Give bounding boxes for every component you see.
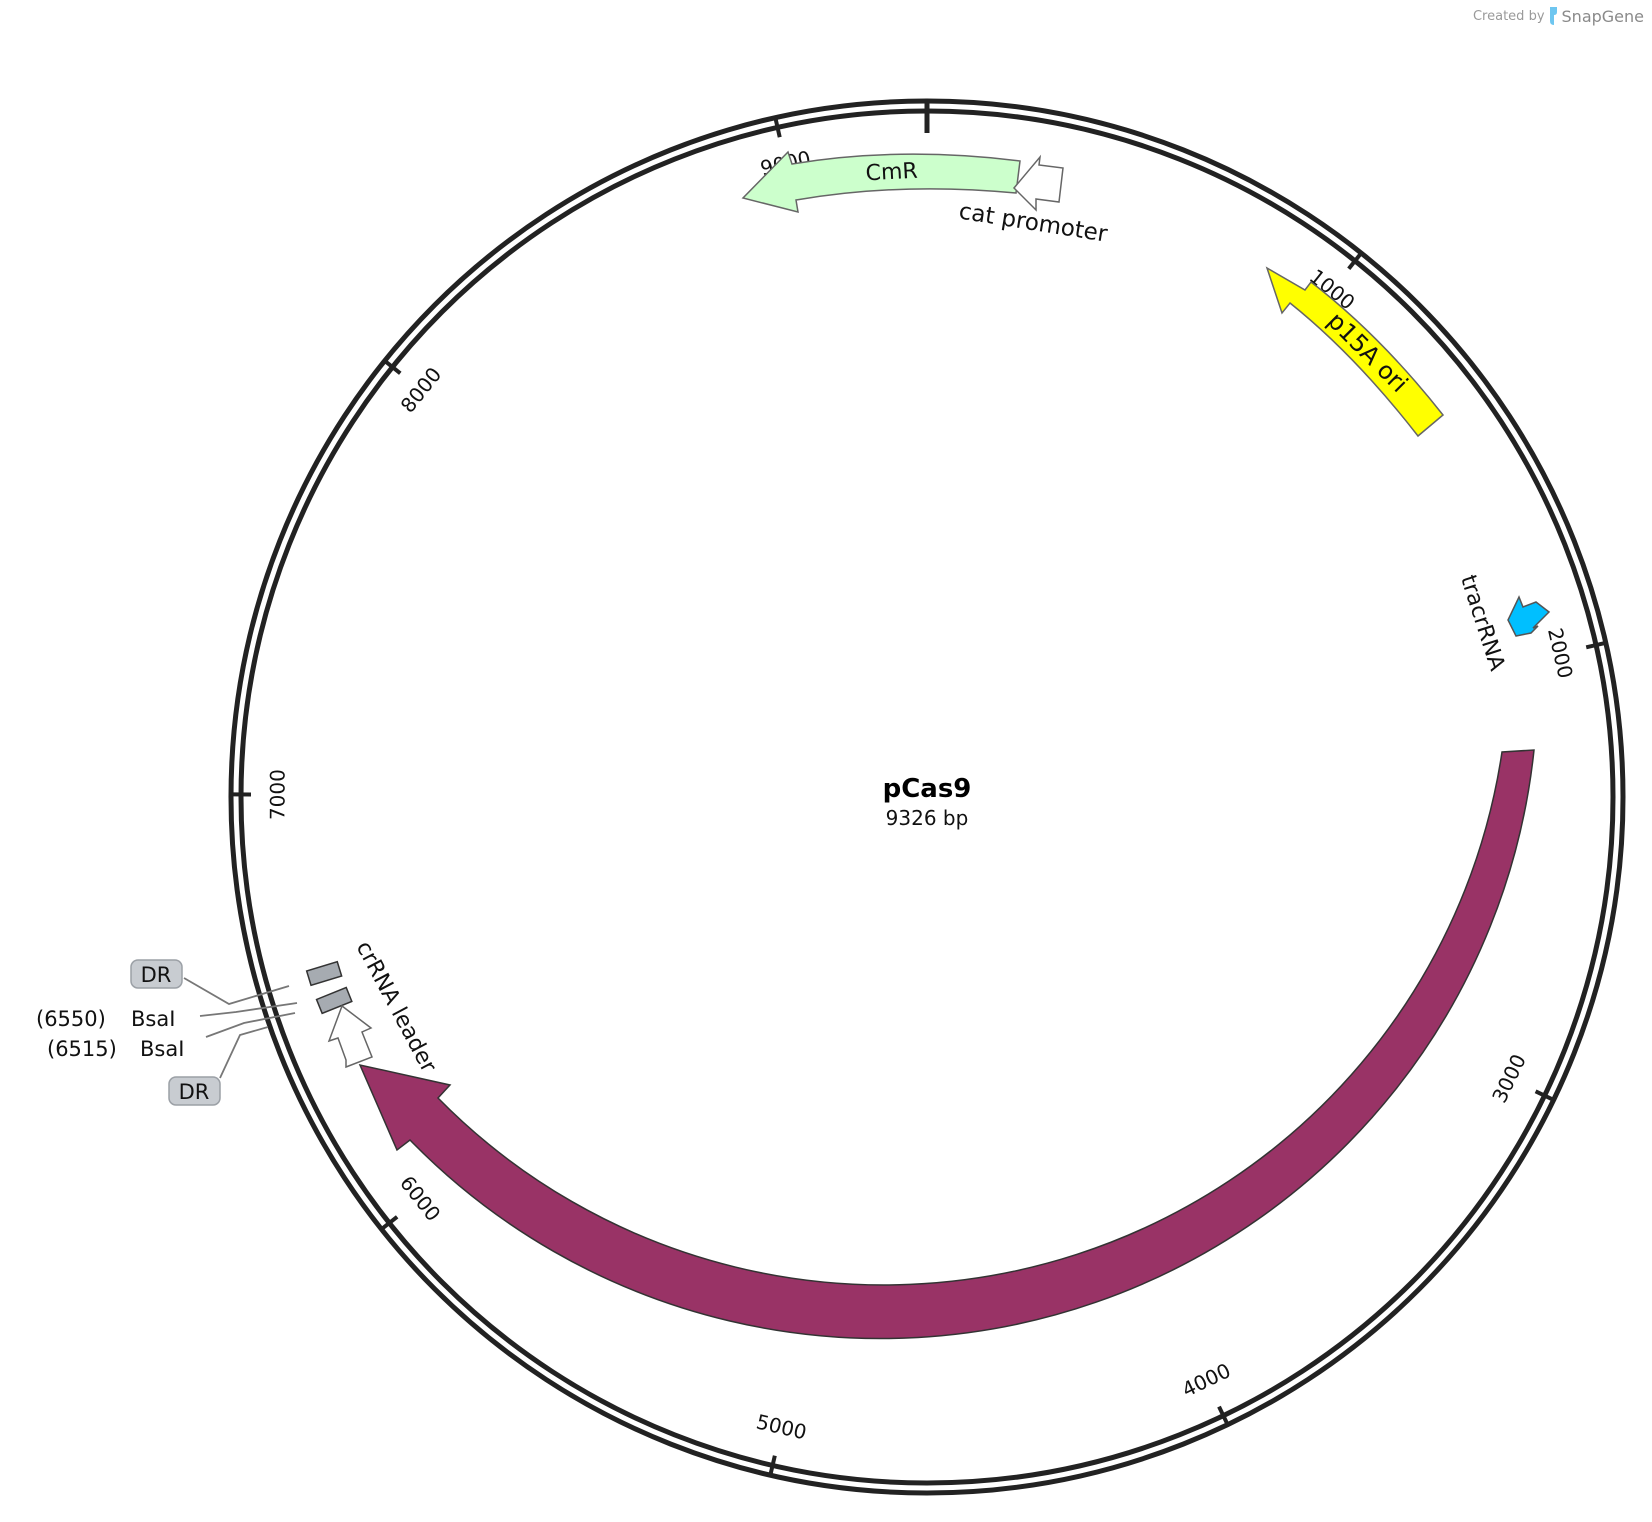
dr-top-label: DR bbox=[141, 963, 172, 987]
tick-mark-8000 bbox=[384, 360, 402, 375]
tracrrna-arrow[interactable] bbox=[1507, 595, 1551, 637]
plasmid-name: pCas9 bbox=[883, 774, 972, 804]
p15a-ori-arrow[interactable] bbox=[1265, 266, 1445, 438]
dr-repeat-1[interactable] bbox=[305, 960, 343, 987]
cat-promoter-arrow[interactable] bbox=[1012, 154, 1064, 212]
tick-label-2000: 2000 bbox=[1543, 626, 1578, 681]
dr-bottom-label: DR bbox=[179, 1080, 210, 1104]
dr-top-leader bbox=[183, 977, 290, 1005]
tick-mark-2000 bbox=[1585, 641, 1605, 650]
bsai-1-leader bbox=[199, 1002, 298, 1017]
tick-mark-4000 bbox=[1217, 1405, 1229, 1424]
bsai-2-enzyme[interactable]: BsaI bbox=[140, 1037, 184, 1061]
bsai-2-position: (6515) bbox=[47, 1037, 117, 1061]
cas9-label: Cas9 bbox=[1067, 1383, 1126, 1420]
tracrrna-label: tracrRNA bbox=[1455, 572, 1509, 674]
tick-label-7000: 7000 bbox=[265, 769, 289, 820]
cmr-label: CmR bbox=[865, 159, 918, 187]
tick-label-6000: 6000 bbox=[395, 1171, 445, 1226]
plasmid-length: 9326 bp bbox=[886, 806, 969, 830]
bsai-1-enzyme[interactable]: BsaI bbox=[131, 1007, 175, 1031]
dr-repeat-2[interactable] bbox=[315, 986, 353, 1015]
bsai-2-leader bbox=[205, 1012, 296, 1038]
tick-label-5000: 5000 bbox=[754, 1409, 809, 1444]
cas9-arrow[interactable] bbox=[358, 749, 1535, 1340]
p15a-ori-label: p15A ori bbox=[1322, 307, 1413, 398]
tick-label-8000: 8000 bbox=[396, 363, 447, 418]
cmr-arrow[interactable] bbox=[741, 150, 1021, 214]
tick-label-3000: 3000 bbox=[1487, 1050, 1531, 1106]
tick-mark-9000 bbox=[773, 119, 782, 138]
bsai-1-position: (6550) bbox=[36, 1007, 106, 1031]
snapgene-credit: Created by SnapGene bbox=[1473, 6, 1644, 26]
dr-bottom-leader bbox=[219, 1026, 269, 1079]
snapgene-logo-icon bbox=[1549, 7, 1557, 25]
dr-top-badge[interactable] bbox=[130, 959, 183, 989]
dr-bottom-badge[interactable] bbox=[168, 1076, 221, 1106]
credit-brand: SnapGene bbox=[1561, 6, 1644, 26]
tick-mark-6000 bbox=[381, 1215, 399, 1230]
tick-label-4000: 4000 bbox=[1178, 1358, 1234, 1402]
tick-mark-5000 bbox=[768, 1455, 777, 1474]
crrna-leader-arrow[interactable] bbox=[327, 1004, 373, 1069]
tick-mark-1000 bbox=[1347, 253, 1362, 270]
credit-prefix: Created by bbox=[1472, 8, 1545, 24]
tick-mark-3000 bbox=[1534, 1089, 1553, 1101]
backbone-outer-ring bbox=[228, 98, 1626, 1496]
